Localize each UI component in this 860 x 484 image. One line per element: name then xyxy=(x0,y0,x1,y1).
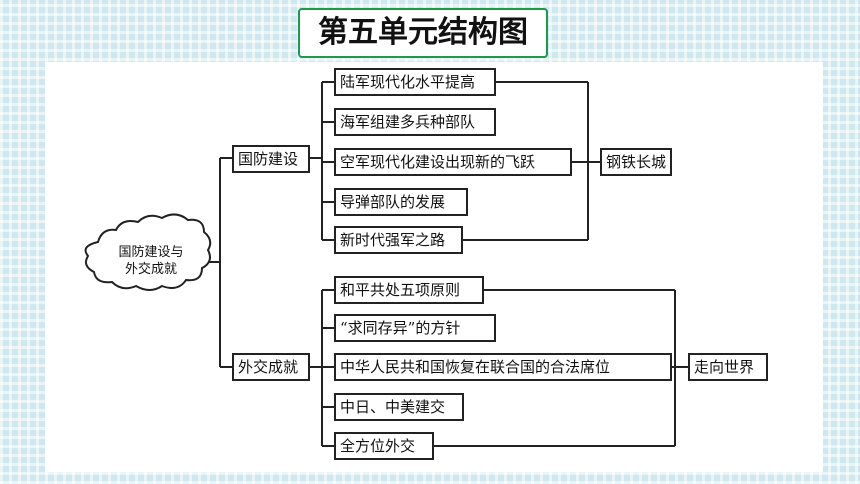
defense-item-4: 导弹部队的发展 xyxy=(334,188,468,216)
diplomacy-item-3: 中华人民共和国恢复在联合国的合法席位 xyxy=(334,353,672,381)
root-cloud-shape xyxy=(84,213,212,291)
diplomacy-item-1: 和平共处五项原则 xyxy=(334,276,484,304)
diplomacy-item-4: 中日、中美建交 xyxy=(334,393,464,421)
root-node: 国防建设与 外交成就 xyxy=(96,244,206,278)
branch-diplomacy: 外交成就 xyxy=(232,353,310,381)
defense-item-1: 陆军现代化水平提高 xyxy=(334,68,496,96)
defense-item-5: 新时代强军之路 xyxy=(334,226,463,254)
diplomacy-item-5: 全方位外交 xyxy=(334,432,434,460)
diplomacy-item-2: “求同存异”的方针 xyxy=(334,314,496,342)
defense-summary: 钢铁长城 xyxy=(600,148,672,176)
diplomacy-summary: 走向世界 xyxy=(688,353,768,381)
root-line-1: 国防建设与 xyxy=(118,245,184,260)
defense-item-2: 海军组建多兵种部队 xyxy=(334,108,496,136)
page-title: 第五单元结构图 xyxy=(298,8,548,58)
root-line-2: 外交成就 xyxy=(124,262,177,277)
branch-defense: 国防建设 xyxy=(232,145,310,173)
defense-item-3: 空军现代化建设出现新的飞跃 xyxy=(334,148,572,176)
